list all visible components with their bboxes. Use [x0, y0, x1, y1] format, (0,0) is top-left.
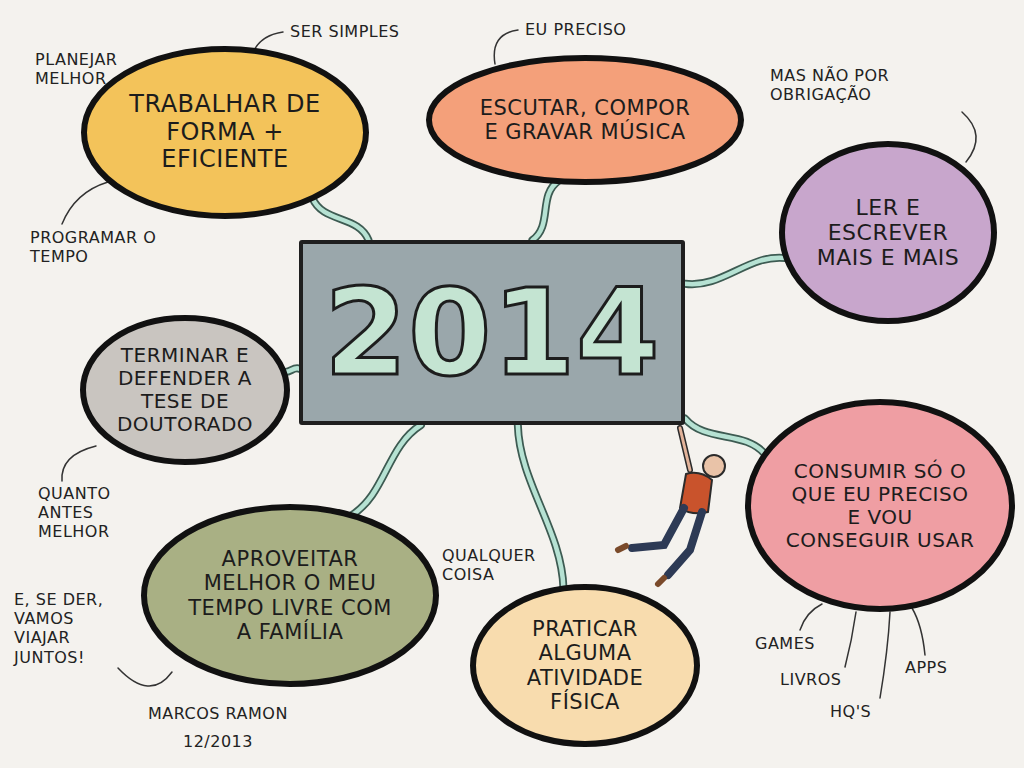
leader-line: [800, 604, 822, 630]
ellipse-shape: [83, 318, 287, 462]
note-label: APPS: [905, 658, 947, 677]
hanging-person: [618, 428, 725, 584]
wavy-connector: [312, 198, 368, 240]
goal-ellipse: ESCUTAR, COMPOR E GRAVAR MÚSICA: [425, 54, 745, 186]
note-label: SER SIMPLES: [290, 22, 399, 41]
person-arm: [680, 428, 690, 470]
goal-ellipse: TERMINAR E DEFENDER A TESE DE DOUTORADO: [79, 314, 291, 466]
connector-outline: [532, 181, 558, 240]
leader-line: [62, 446, 96, 481]
leader-line: [880, 612, 890, 698]
goal-text: LER E ESCREVER MAIS E MAIS: [809, 195, 967, 271]
goal-ellipse: APROVEITAR MELHOR O MEU TEMPO LIVRE COM …: [140, 503, 440, 688]
ellipse-shape: [782, 144, 994, 321]
goal-text: PRATICAR ALGUMA ATIVIDADE FÍSICA: [502, 617, 669, 714]
ellipse-shape: [473, 587, 697, 744]
goal-text: ESCUTAR, COMPOR E GRAVAR MÚSICA: [470, 96, 700, 144]
goal-ellipse: CONSUMIR SÓ O QUE EU PRECISO E VOU CONSE…: [744, 398, 1016, 613]
person-foot: [618, 546, 626, 550]
year-text: 2014: [324, 273, 660, 393]
note-label: 12/2013: [183, 732, 253, 751]
connector-fill: [352, 425, 421, 515]
text-wrap: PRATICAR ALGUMA ATIVIDADE FÍSICA: [502, 617, 669, 714]
goal-ellipse: TRABALHAR DE FORMA + EFICIENTE: [80, 45, 370, 220]
goal-text: APROVEITAR MELHOR O MEU TEMPO LIVRE COM …: [182, 547, 398, 644]
connector-fill: [685, 258, 787, 285]
note-label: QUALQUER COISA: [442, 546, 532, 584]
wavy-connector: [685, 258, 787, 285]
goal-text: CONSUMIR SÓ O QUE EU PRECISO E VOU CONSE…: [782, 460, 978, 552]
wavy-connector: [352, 425, 421, 515]
ellipse-shape: [748, 402, 1012, 609]
goal-ellipse: PRATICAR ALGUMA ATIVIDADE FÍSICA: [469, 583, 701, 748]
ellipse-shape: [84, 49, 366, 216]
note-label: E, SE DER, VAMOS VIAJAR JUNTOS!: [14, 590, 112, 667]
connector-outline: [312, 198, 368, 240]
text-wrap: CONSUMIR SÓ O QUE EU PRECISO E VOU CONSE…: [782, 460, 978, 552]
leader-line: [62, 182, 108, 224]
connector-fill: [685, 419, 765, 455]
center-box: 2014: [299, 240, 685, 425]
person-foot: [658, 578, 664, 584]
text-wrap: 2014: [324, 273, 660, 393]
goal-text: TERMINAR E DEFENDER A TESE DE DOUTORADO: [109, 344, 262, 436]
note-label: QUANTO ANTES MELHOR: [38, 484, 128, 542]
text-wrap: TRABALHAR DE FORMA + EFICIENTE: [121, 91, 330, 174]
connector-outline: [685, 419, 765, 455]
person-arm: [680, 428, 690, 470]
leader-line: [118, 668, 172, 686]
wavy-connector: [532, 181, 558, 240]
note-label: MAS NÃO POR OBRIGAÇÃO: [770, 66, 970, 104]
connector-fill: [532, 181, 558, 240]
note-label: HQ'S: [830, 702, 871, 721]
person-leg: [668, 512, 702, 575]
ellipse-shape: [429, 58, 741, 182]
connector-outline: [352, 425, 421, 515]
note-label: MARCOS RAMON: [148, 704, 288, 723]
note-label: LIVROS: [780, 670, 841, 689]
goal-text: TRABALHAR DE FORMA + EFICIENTE: [121, 91, 330, 174]
text-wrap: APROVEITAR MELHOR O MEU TEMPO LIVRE COM …: [182, 547, 398, 644]
text-wrap: LER E ESCREVER MAIS E MAIS: [809, 195, 967, 271]
text-wrap: ESCUTAR, COMPOR E GRAVAR MÚSICA: [470, 96, 700, 144]
leader-line: [845, 612, 856, 667]
goal-ellipse: LER E ESCREVER MAIS E MAIS: [778, 140, 998, 325]
note-label: PROGRAMAR O TEMPO: [30, 228, 170, 266]
person-leg: [632, 508, 684, 548]
note-label: GAMES: [755, 634, 815, 653]
leader-line: [494, 30, 518, 64]
person-head: [703, 455, 725, 477]
connector-fill: [312, 198, 368, 240]
leader-line: [962, 112, 976, 162]
connector-outline: [685, 258, 787, 285]
note-label: EU PRECISO: [525, 20, 626, 39]
wavy-connector: [685, 419, 765, 455]
text-wrap: TERMINAR E DEFENDER A TESE DE DOUTORADO: [109, 344, 262, 436]
ellipse-shape: [144, 507, 436, 684]
leader-line: [912, 608, 925, 655]
note-label: PLANEJAR MELHOR: [35, 50, 145, 88]
